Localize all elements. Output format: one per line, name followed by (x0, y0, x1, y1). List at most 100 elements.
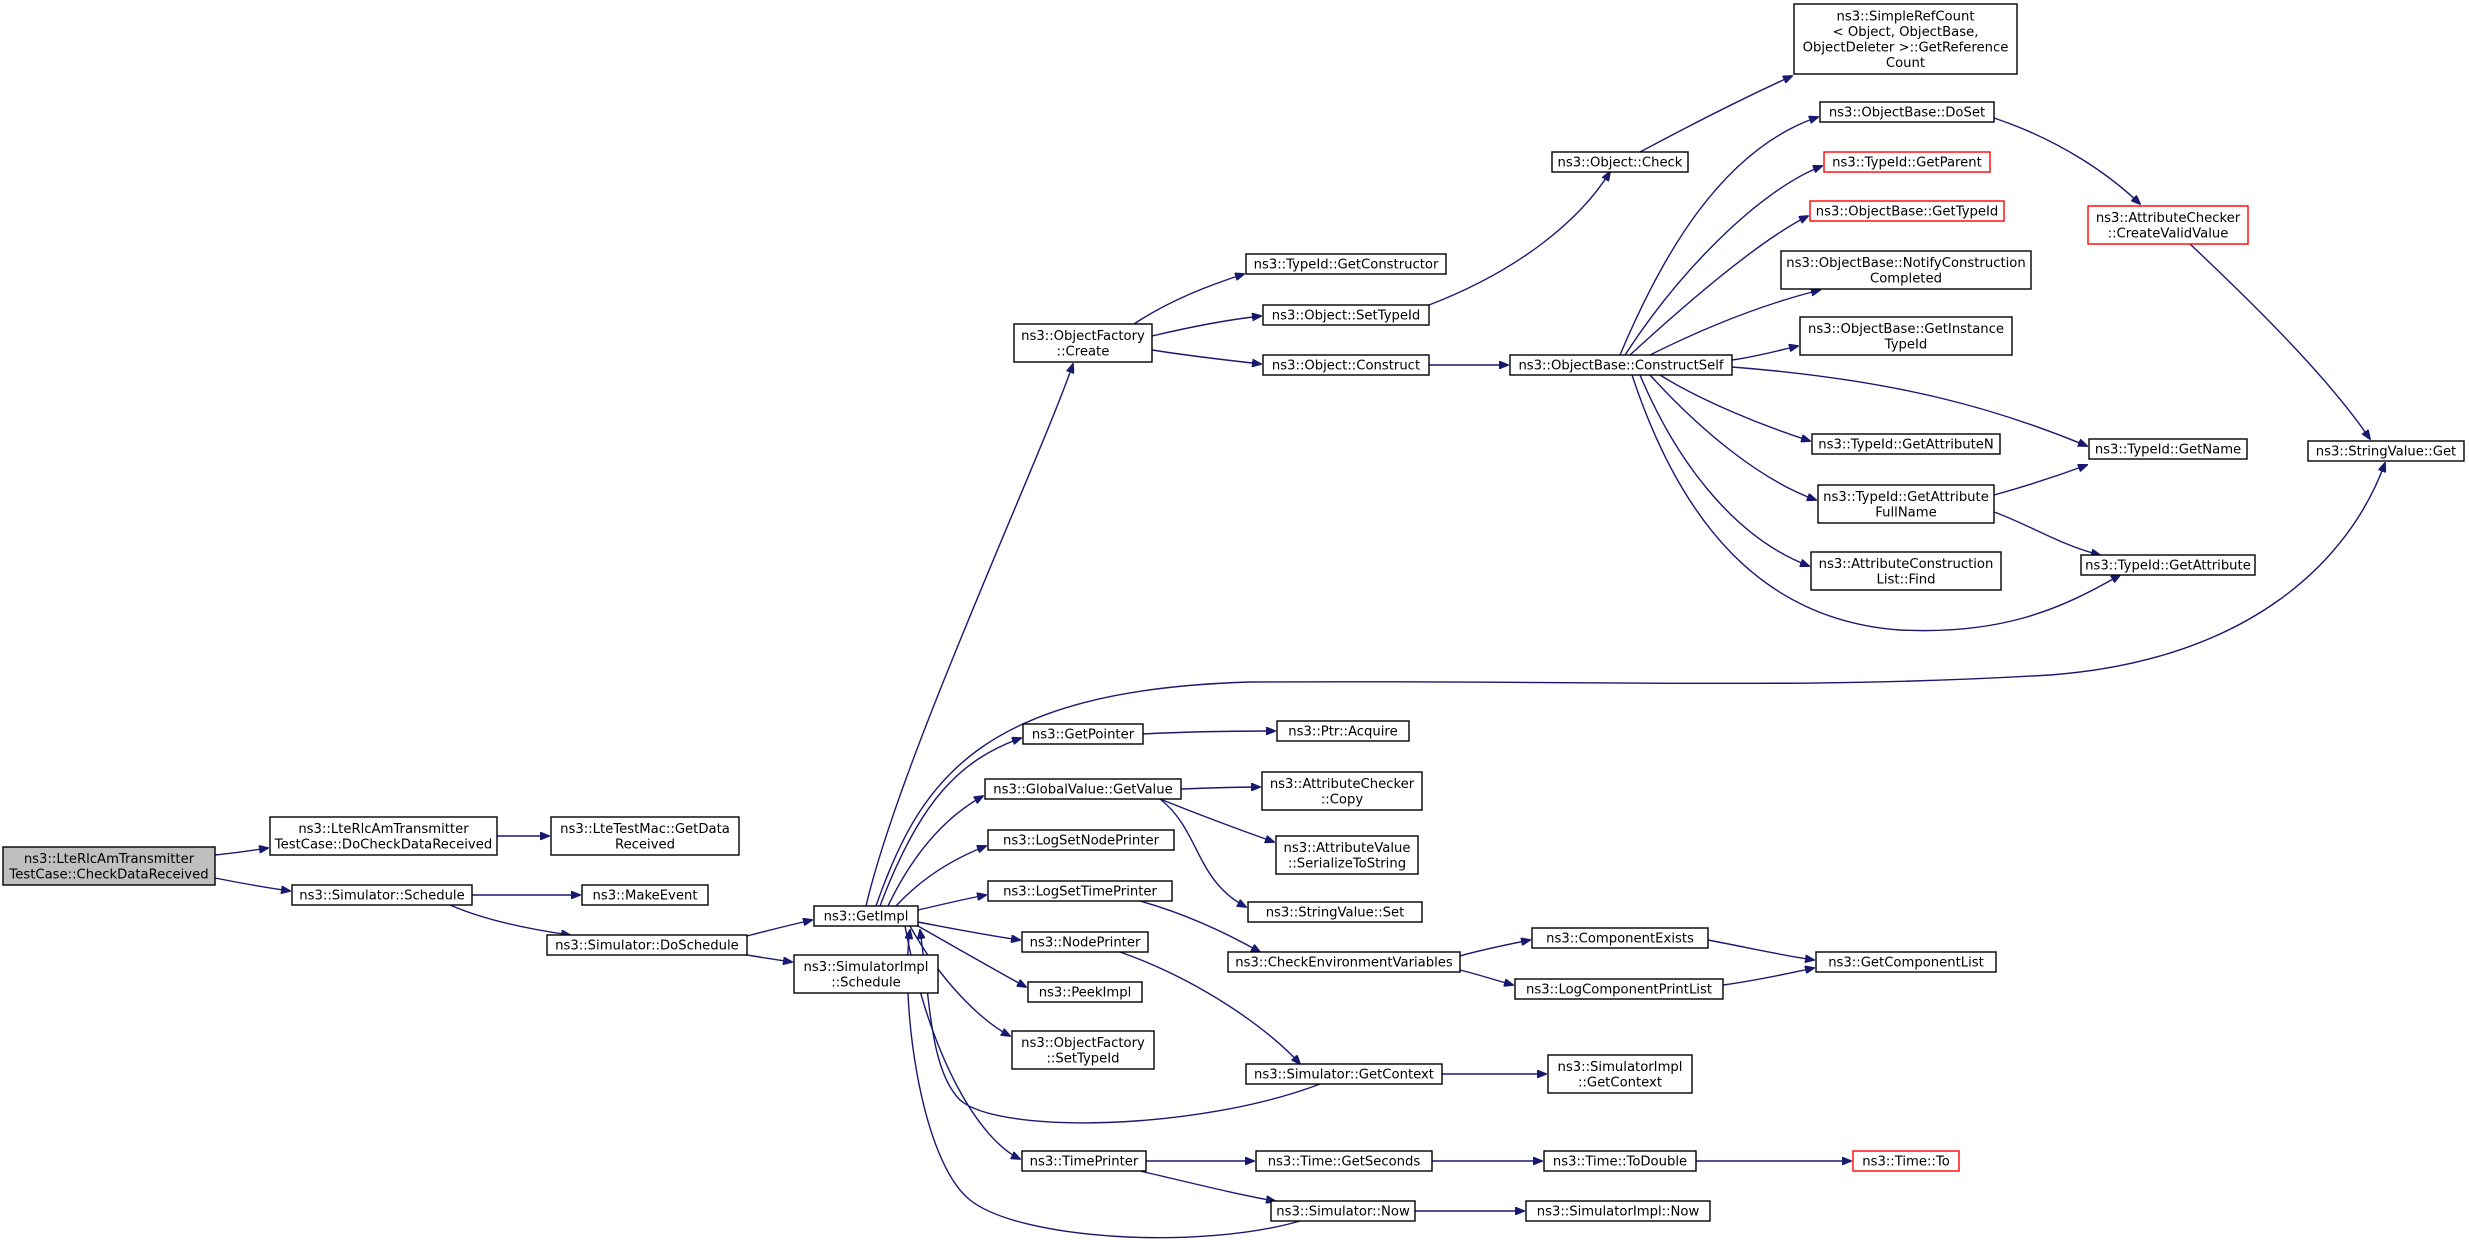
node-label-line: ns3::ObjectBase::NotifyConstruction (1786, 256, 2025, 271)
edge-obj-factory-create-to-get-constructor (1133, 274, 1244, 325)
node-box (1022, 723, 1144, 745)
node-box (2307, 440, 2465, 462)
node-ptr-acquire[interactable]: ns3::Ptr::Acquire (1276, 720, 1410, 742)
node-schedule[interactable]: ns3::Simulator::Schedule (291, 884, 473, 906)
node-time-to[interactable]: ns3::Time::To (1852, 1150, 1960, 1172)
node-string-value-set[interactable]: ns3::StringValue::Set (1247, 901, 1423, 923)
node-label-line: ns3::AttributeChecker (1270, 777, 1415, 792)
node-obj-check[interactable]: ns3::Object::Check (1551, 151, 1689, 173)
node-label-line: ::Schedule (831, 975, 901, 990)
node-do-schedule[interactable]: ns3::Simulator::DoSchedule (546, 934, 748, 956)
node-box (1021, 931, 1149, 953)
node-component-exists[interactable]: ns3::ComponentExists (1531, 927, 1709, 949)
node-label-line: ns3::NodePrinter (1030, 936, 1141, 951)
node-create-valid-value[interactable]: ns3::AttributeChecker::CreateValidValue (2087, 205, 2249, 245)
edge-get-impl-to-log-set-node-printer (895, 846, 986, 907)
node-label-line: ns3::Simulator::GetContext (1254, 1068, 1434, 1083)
node-sim-get-context[interactable]: ns3::Simulator::GetContext (1245, 1063, 1443, 1085)
node-attr-checker-copy[interactable]: ns3::AttributeChecker::Copy (1261, 771, 1423, 811)
node-root[interactable]: ns3::LteRlcAmTransmitterTestCase::CheckD… (2, 846, 216, 886)
node-sim-impl-now[interactable]: ns3::SimulatorImpl::Now (1525, 1200, 1711, 1222)
node-simple-ref-count[interactable]: ns3::SimpleRefCount< Object, ObjectBase,… (1793, 3, 2018, 75)
node-get-constructor[interactable]: ns3::TypeId::GetConstructor (1245, 253, 1447, 275)
node-obj-factory-set-type-id[interactable]: ns3::ObjectFactory::SetTypeId (1011, 1030, 1155, 1070)
node-box (546, 934, 748, 956)
edge-log-component-print-list-to-get-component-list (1722, 968, 1814, 986)
node-label-line: ns3::MakeEvent (592, 889, 697, 904)
node-box (1027, 981, 1143, 1003)
node-label-line: ns3::LteTestMac::GetData (560, 822, 730, 837)
edge-sim-now-to-get-impl (908, 930, 1301, 1239)
node-get-pointer[interactable]: ns3::GetPointer (1022, 723, 1144, 745)
node-node-printer[interactable]: ns3::NodePrinter (1021, 931, 1149, 953)
node-sim-now[interactable]: ns3::Simulator::Now (1270, 1200, 1416, 1222)
node-label-line: ns3::ObjectBase::DoSet (1829, 106, 1985, 121)
node-type-id-get-attribute[interactable]: ns3::TypeId::GetAttribute (2080, 554, 2256, 576)
edge-construct-self-to-get-parent (1624, 166, 1822, 356)
edge-construct-self-to-get-attribute-n (1659, 374, 1810, 441)
node-label-line: ns3::SimpleRefCount (1836, 9, 1974, 24)
node-box (1819, 101, 1995, 123)
node-label-line: ns3::StringValue::Set (1266, 906, 1405, 921)
edge-construct-self-to-notify-construction (1649, 290, 1820, 356)
node-label-line: ns3::TypeId::GetConstructor (1254, 258, 1439, 273)
node-time-get-seconds[interactable]: ns3::Time::GetSeconds (1255, 1150, 1433, 1172)
node-box (1810, 551, 2002, 591)
node-time-printer[interactable]: ns3::TimePrinter (1021, 1150, 1147, 1172)
node-label-line: ns3::Time::GetSeconds (1268, 1155, 1421, 1170)
node-box (1270, 1200, 1416, 1222)
node-label-line: ns3::Time::ToDouble (1553, 1155, 1687, 1170)
node-label-line: ::Create (1057, 344, 1110, 359)
node-label-line: ns3::SimulatorImpl (1558, 1060, 1683, 1075)
node-sim-impl-get-context[interactable]: ns3::SimulatorImpl::GetContext (1547, 1054, 1693, 1094)
node-box (1852, 1150, 1960, 1172)
node-label-line: < Object, ObjectBase, (1833, 25, 1979, 40)
node-label-line: FullName (1875, 505, 1936, 520)
node-get-parent[interactable]: ns3::TypeId::GetParent (1823, 151, 1991, 173)
node-box (581, 884, 709, 906)
node-get-component-list[interactable]: ns3::GetComponentList (1815, 951, 1997, 973)
node-type-id-get-name[interactable]: ns3::TypeId::GetName (2088, 438, 2248, 460)
node-label-line: ns3::PeekImpl (1039, 986, 1132, 1001)
node-obj-set-type-id[interactable]: ns3::Object::SetTypeId (1262, 304, 1430, 326)
node-get-type-id-ob[interactable]: ns3::ObjectBase::GetTypeId (1809, 200, 2005, 222)
edge-get-impl-to-global-get-value (887, 796, 983, 907)
node-box (550, 816, 740, 856)
node-obj-factory-create[interactable]: ns3::ObjectFactory::Create (1013, 323, 1153, 363)
node-do-set[interactable]: ns3::ObjectBase::DoSet (1819, 101, 1995, 123)
node-box (269, 816, 498, 856)
node-log-set-time-printer[interactable]: ns3::LogSetTimePrinter (987, 880, 1173, 902)
node-label-line: ns3::Object::SetTypeId (1272, 309, 1421, 324)
node-string-value-get[interactable]: ns3::StringValue::Get (2307, 440, 2465, 462)
node-log-set-node-printer[interactable]: ns3::LogSetNodePrinter (987, 829, 1175, 851)
edge-get-attribute-full-name-to-type-id-get-name (1993, 465, 2087, 496)
node-do-check[interactable]: ns3::LteRlcAmTransmitterTestCase::DoChec… (269, 816, 498, 856)
node-make-event[interactable]: ns3::MakeEvent (581, 884, 709, 906)
node-label-line: ns3::ObjectFactory (1021, 1036, 1145, 1051)
node-global-get-value[interactable]: ns3::GlobalValue::GetValue (984, 778, 1182, 800)
node-log-component-print-list[interactable]: ns3::LogComponentPrintList (1514, 978, 1724, 1000)
node-check-env-vars[interactable]: ns3::CheckEnvironmentVariables (1227, 951, 1461, 973)
node-get-attribute-n[interactable]: ns3::TypeId::GetAttributeN (1811, 433, 2001, 455)
node-sim-impl-schedule[interactable]: ns3::SimulatorImpl::Schedule (793, 954, 939, 994)
edge-get-impl-to-log-set-time-printer (917, 895, 986, 911)
node-obj-construct[interactable]: ns3::Object::Construct (1262, 354, 1430, 376)
node-notify-construction[interactable]: ns3::ObjectBase::NotifyConstructionCompl… (1780, 250, 2032, 290)
node-attr-value-serialize[interactable]: ns3::AttributeValue::SerializeToString (1275, 835, 1419, 875)
node-construct-self[interactable]: ns3::ObjectBase::ConstructSelf (1509, 354, 1733, 376)
node-label-line: ns3::ObjectBase::GetTypeId (1816, 205, 1999, 220)
node-label-line: ns3::TypeId::GetAttribute (2085, 559, 2251, 574)
node-time-to-double[interactable]: ns3::Time::ToDouble (1543, 1150, 1697, 1172)
edge-root-to-do-check (214, 848, 268, 856)
edge-obj-set-type-id-to-obj-check (1428, 172, 1610, 306)
node-peek-impl[interactable]: ns3::PeekImpl (1027, 981, 1143, 1003)
node-label-line: ::GetContext (1578, 1075, 1662, 1090)
edge-get-impl-to-string-value-get (875, 463, 2385, 907)
node-get-impl[interactable]: ns3::GetImpl (813, 905, 919, 927)
node-label-line: TestCase::DoCheckDataReceived (274, 837, 492, 852)
edge-schedule-to-do-schedule (449, 904, 570, 935)
